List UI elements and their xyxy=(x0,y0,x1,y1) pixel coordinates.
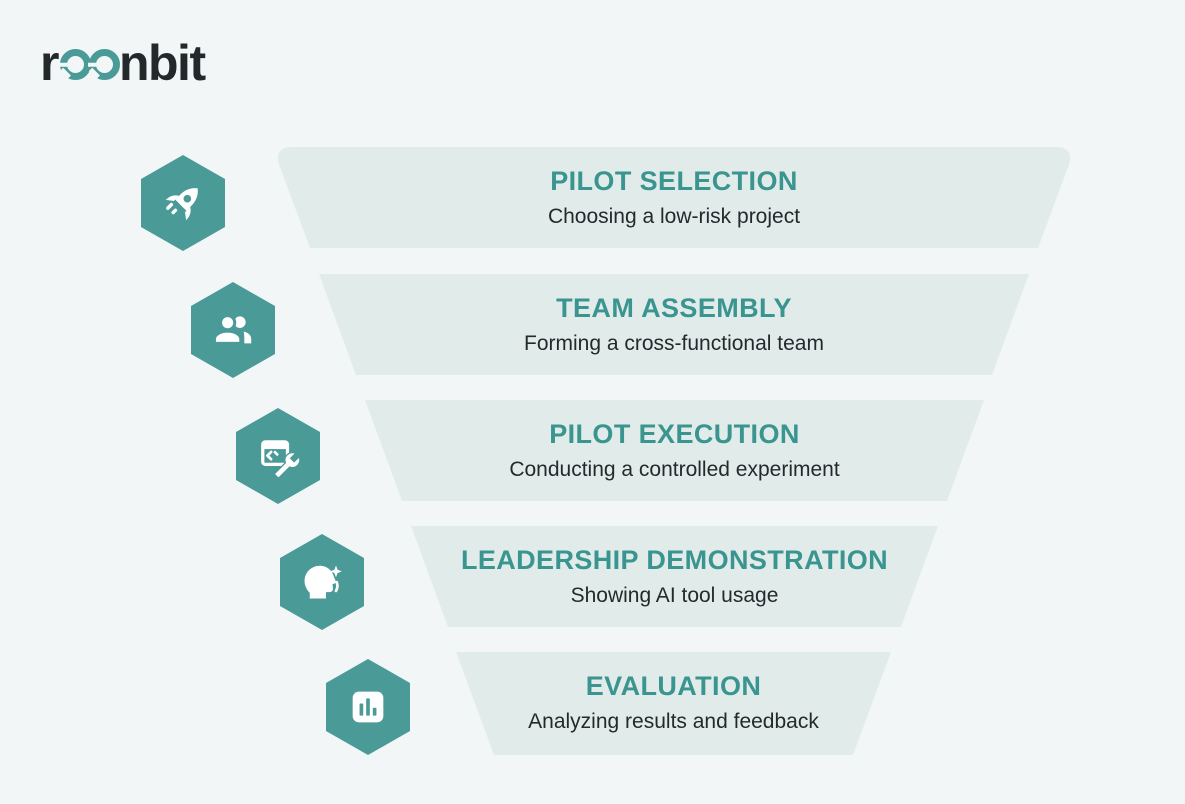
stage-row-pilot-execution: PILOT EXECUTION Conducting a controlled … xyxy=(365,400,984,501)
funnel-band-shape xyxy=(456,652,891,755)
stage-hexagon xyxy=(141,155,225,251)
stage-row-evaluation: EVALUATION Analyzing results and feedbac… xyxy=(456,652,891,755)
reenbit-logo: r nbit xyxy=(40,35,206,91)
funnel-band-shape xyxy=(319,274,1029,375)
team-icon xyxy=(212,314,252,345)
hexagon-shape xyxy=(191,282,275,378)
funnel-band-shape xyxy=(365,400,984,501)
stage-row-pilot-selection: PILOT SELECTION Choosing a low-risk proj… xyxy=(273,147,1075,248)
stage-hexagon xyxy=(236,408,320,504)
funnel-band-shape xyxy=(411,526,938,627)
stage-title: TEAM ASSEMBLY xyxy=(556,293,792,323)
logo-e-icon xyxy=(88,49,120,80)
stage-subtitle: Showing AI tool usage xyxy=(570,584,779,607)
rocket-icon xyxy=(165,188,198,221)
logo-prefix: r xyxy=(40,35,59,91)
bar-chart-icon xyxy=(352,691,384,723)
stage-subtitle: Choosing a low-risk project xyxy=(547,205,801,228)
logo-e-icon xyxy=(59,49,91,80)
stage-subtitle: Conducting a controlled experiment xyxy=(509,458,840,481)
stage-title: LEADERSHIP DEMONSTRATION xyxy=(460,545,889,575)
stage-row-team-assembly: TEAM ASSEMBLY Forming a cross-functional… xyxy=(319,274,1029,375)
stage-title: EVALUATION xyxy=(585,671,762,701)
stage-subtitle: Forming a cross-functional team xyxy=(524,332,824,355)
code-wrench-icon xyxy=(261,440,301,479)
stage-title: PILOT SELECTION xyxy=(550,166,798,196)
stage-hexagon xyxy=(191,282,275,378)
stage-title: PILOT EXECUTION xyxy=(549,419,800,449)
stage-hexagon xyxy=(326,659,410,755)
logo-accent-ee xyxy=(59,49,120,80)
logo-suffix: nbit xyxy=(118,35,206,91)
funnel-band-shape xyxy=(277,147,1071,248)
stage-hexagon xyxy=(280,534,364,630)
head-sparkle-icon xyxy=(304,565,342,599)
stage-row-leadership-demonstration: LEADERSHIP DEMONSTRATION Showing AI tool… xyxy=(411,526,938,627)
stage-subtitle: Analyzing results and feedback xyxy=(528,710,819,733)
